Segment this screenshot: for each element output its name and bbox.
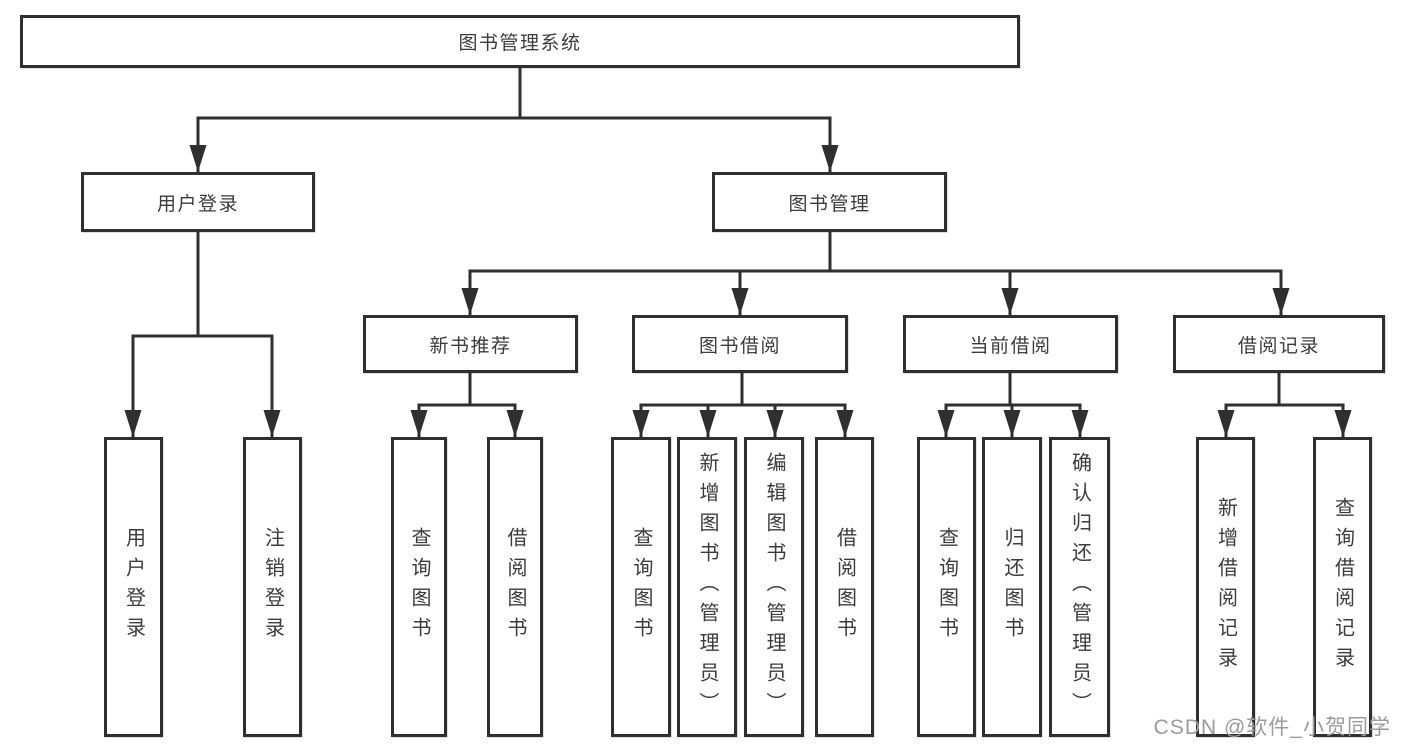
connector-user-login-group (124, 230, 281, 437)
connector-current-group (937, 371, 1089, 437)
node-label: 当前借阅 (969, 335, 1052, 357)
leaf-query-borrow-record: 查询借阅记录 (1313, 437, 1372, 737)
connector-new-book-group (410, 371, 524, 437)
node-user-login: 用户登录 (81, 172, 315, 232)
node-library-system: 图书管理系统 (20, 15, 1020, 68)
node-label: 借阅图书 (833, 527, 856, 647)
leaf-return-books: 归还图书 (982, 437, 1042, 737)
connector-borrow-group (632, 371, 854, 437)
leaf-query-books-current: 查询图书 (917, 437, 976, 737)
node-book-borrow: 图书借阅 (632, 315, 848, 373)
leaf-logout: 注销登录 (243, 437, 302, 737)
leaf-borrow-books: 借阅图书 (815, 437, 874, 737)
node-label: 新书推荐 (429, 335, 512, 357)
connector-book-mgmt-to-level3 (461, 230, 1290, 315)
node-label: 新增图书（管理员） (696, 452, 718, 722)
node-label: 查询借阅记录 (1331, 497, 1354, 677)
node-new-book-recommend: 新书推荐 (363, 315, 578, 373)
leaf-add-borrow-record: 新增借阅记录 (1196, 437, 1255, 737)
node-label: 图书借阅 (698, 335, 781, 357)
node-label: 查询图书 (408, 527, 430, 647)
leaf-query-books-borrow: 查询图书 (611, 437, 671, 737)
leaf-query-books-recommend: 查询图书 (391, 437, 447, 737)
node-borrow-records: 借阅记录 (1173, 315, 1385, 373)
node-book-management: 图书管理 (712, 172, 947, 232)
node-label: 确认归还（管理员） (1068, 452, 1091, 722)
node-label: 用户登录 (122, 527, 145, 647)
node-label: 借阅图书 (504, 527, 526, 647)
node-label: 借阅记录 (1237, 335, 1320, 357)
node-label: 编辑图书（管理员） (763, 452, 785, 722)
node-current-borrow: 当前借阅 (903, 315, 1118, 373)
node-label: 图书管理系统 (458, 33, 582, 54)
csdn-watermark: CSDN @软件_小贺同学 (1153, 716, 1391, 739)
leaf-borrow-books-recommend: 借阅图书 (487, 437, 543, 737)
leaf-edit-books-admin: 编辑图书（管理员） (744, 437, 804, 737)
leaf-add-books-admin: 新增图书（管理员） (677, 437, 737, 737)
connector-records-group (1217, 371, 1352, 437)
connector-root-to-level2 (189, 66, 839, 172)
node-label: 用户登录 (156, 193, 239, 215)
leaf-confirm-return-admin: 确认归还（管理员） (1049, 437, 1110, 737)
node-label: 查询图书 (935, 527, 958, 647)
node-label: 归还图书 (1001, 527, 1023, 647)
leaf-user-login: 用户登录 (104, 437, 163, 737)
node-label: 图书管理 (788, 193, 871, 215)
node-label: 查询图书 (630, 527, 652, 647)
node-label: 新增借阅记录 (1214, 497, 1237, 677)
node-label: 注销登录 (261, 527, 284, 647)
